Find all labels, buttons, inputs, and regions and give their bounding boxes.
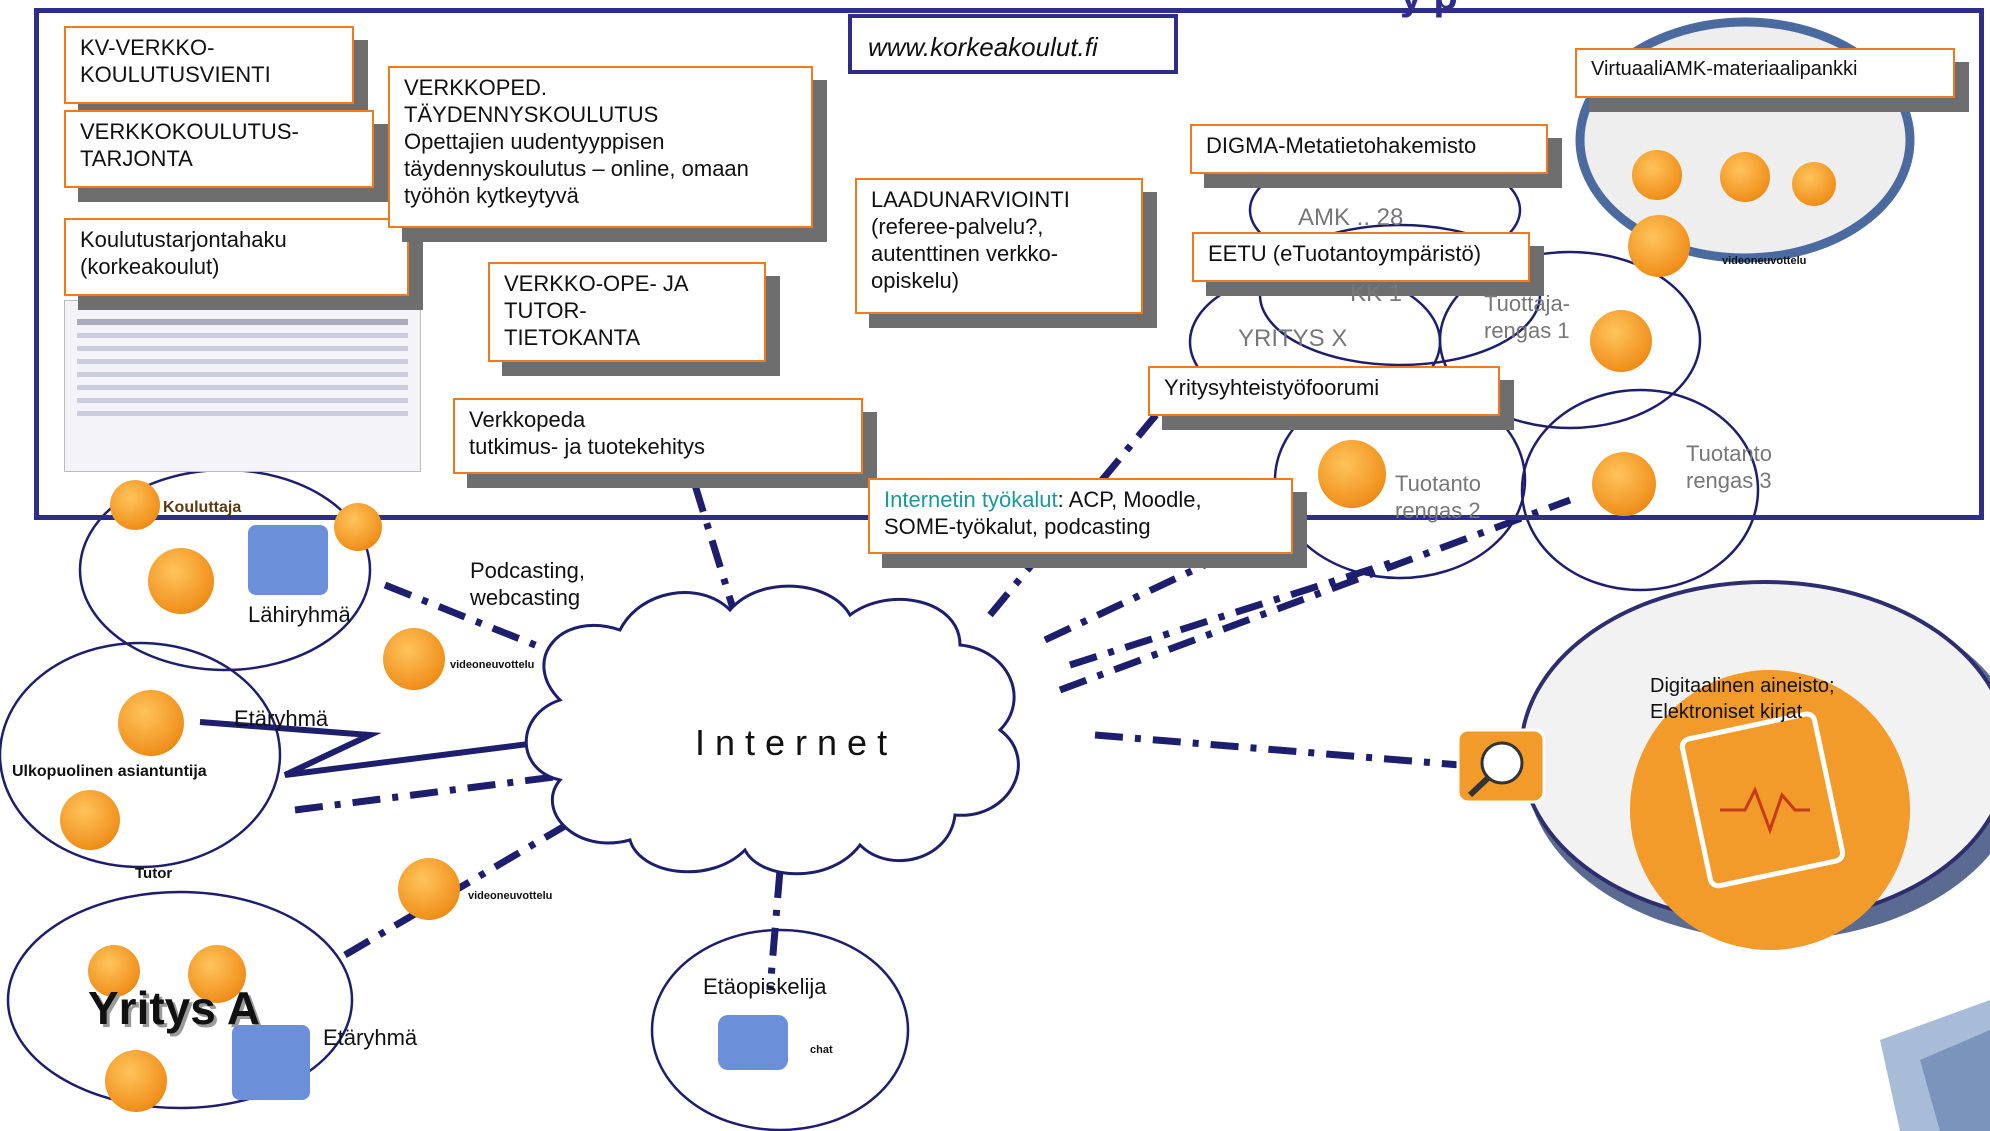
group-icon-yritys <box>105 1050 167 1112</box>
tutor-icon <box>60 790 120 850</box>
connector-verkkopeda <box>691 483 739 617</box>
materiaali-icon-3 <box>1792 162 1836 206</box>
eetu-box: EETU (eTuotantoympäristö) <box>1192 232 1530 282</box>
materiaali-icon-1 <box>1632 150 1682 200</box>
digma-box: DIGMA-Metatietohakemisto <box>1190 124 1548 174</box>
videoneuvottelu-label-3: videoneuvottelu <box>1722 255 1807 267</box>
materiaali-icon-2 <box>1720 152 1770 202</box>
connector-digitaalinen <box>1094 731 1461 769</box>
internet-label: Internet <box>695 722 898 763</box>
etaryhma-label-2: Etäryhmä <box>323 1025 418 1050</box>
videoconference-icon-2 <box>398 858 460 920</box>
tuottaja-ellipse <box>1438 250 1702 430</box>
title-fragment: y p <box>1400 0 1458 19</box>
etaopiskelija-label: Etäopiskelija <box>703 974 827 999</box>
digitaalinen-aineisto-label: Digitaalinen aineisto;Elektroniset kirja… <box>1650 675 1835 723</box>
tuottaja-label: Tuottaja-rengas 1 <box>1484 291 1571 343</box>
kk-ellipse <box>1258 223 1542 367</box>
group-icon <box>148 548 214 614</box>
internet-cloud <box>524 584 1020 876</box>
yritys-a-label: Yritys A <box>88 982 261 1034</box>
ebook-icon <box>1679 711 1846 889</box>
connector-ulkopuolinen <box>294 771 571 814</box>
videoneuvottelu-label: videoneuvottelu <box>450 659 535 671</box>
laadunarviointi-box: LAADUNARVIOINTI(referee-palvelu?, autent… <box>855 178 1143 314</box>
tools-icon <box>1318 440 1386 508</box>
podcasting-label: Podcasting,webcasting <box>470 558 585 610</box>
computer-user-icon <box>248 525 328 595</box>
lightning-connector <box>199 719 561 778</box>
yritys-x-label: YRITYS X <box>1238 325 1348 352</box>
book-small-icon <box>334 503 382 551</box>
yritysyhteistyofoorumi-box: Yritysyhteistyöfoorumi <box>1148 366 1500 416</box>
koulutustarjontahaku-box: Koulutustarjontahaku(korkeakoulut) <box>64 218 409 296</box>
amk-label: AMK .. 28 <box>1298 204 1404 231</box>
internetin-tyokalut-box: Internetin työkalut: ACP, Moodle, SOME-t… <box>868 478 1293 554</box>
kouluttaja-label: Kouluttaja <box>163 499 242 516</box>
kk-label: KK 1 <box>1350 280 1403 307</box>
tutor-label: Tutor <box>135 865 173 882</box>
connector-extra1 <box>1068 556 1402 669</box>
virtuaaliamk-box: VirtuaaliAMK-materiaalipankki <box>1575 48 1955 98</box>
idea-icon <box>188 945 246 1003</box>
phone-person-icon <box>118 690 184 756</box>
videoconference-icon <box>383 628 445 690</box>
computer-user-icon-yritys <box>232 1025 310 1100</box>
lahiryhma-label: Lähiryhmä <box>248 602 351 627</box>
chat-icon <box>718 1015 788 1070</box>
chat-label: chat <box>810 1044 833 1056</box>
connector-tuotanto3 <box>1058 496 1572 694</box>
search-screenshot-thumbnail <box>64 300 421 472</box>
verkkoped-taydennyskoulutus-box: VERKKOPED.TÄYDENNYSKOULUTUS Opettajien u… <box>388 66 813 228</box>
etaopiskelija-ellipse <box>650 928 910 1131</box>
kv-verkkokoulutusvienti-box: KV-VERKKO-KOULUTUSVIENTI <box>64 26 354 104</box>
connector-tools <box>987 377 1188 618</box>
group-icon-tuotanto3 <box>1592 452 1656 516</box>
verkkokoulutustarjonta-box: VERKKOKOULUTUS-TARJONTA <box>64 110 374 188</box>
url-box[interactable]: www.korkeakoulut.fi <box>848 14 1178 74</box>
etaryhma-ellipse <box>0 641 282 869</box>
ulkopuolinen-asiantuntija-label: Ulkopuolinen asiantuntija <box>12 763 207 780</box>
videoneuvottelu-label-2: videoneuvottelu <box>468 890 553 902</box>
kouluttaja-icon <box>110 480 160 530</box>
etaryhma-label: Etäryhmä <box>234 706 329 731</box>
group-icon-tuottaja <box>1590 310 1652 372</box>
connector-yritys-a <box>343 816 577 959</box>
yritys-a-ellipse <box>6 890 354 1110</box>
videoconference-icon-3 <box>1628 215 1690 277</box>
tuotanto3-ellipse <box>1520 388 1760 592</box>
book-icon-yritys <box>88 945 140 997</box>
